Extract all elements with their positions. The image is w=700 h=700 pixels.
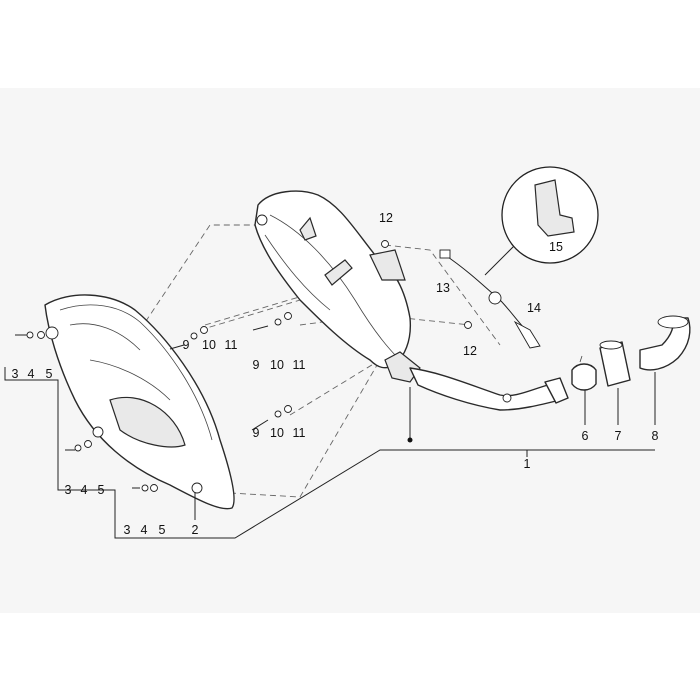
detail-bubble-15 [484,166,599,276]
callout-11-a: 11 [225,338,238,352]
manifold-part-8 [639,315,691,371]
callout-9-c: 9 [253,426,260,440]
callout-4-mid: 4 [81,483,88,497]
callout-14: 14 [527,301,541,315]
callout-10-c: 10 [270,426,284,440]
callout-2: 2 [192,523,199,537]
callout-9-b: 9 [253,358,260,372]
callout-10-a: 10 [202,338,216,352]
callout-6: 6 [582,429,589,443]
callout-15: 15 [549,240,563,254]
callout-4-bottom: 4 [141,523,148,537]
callout-leader-lines [4,367,656,539]
sleeve-part-7 [599,340,631,387]
callout-10-b: 10 [270,358,284,372]
callout-11-c: 11 [293,426,306,440]
exhaust-pipe [409,367,569,411]
clamp-part-6 [571,355,597,391]
callout-9-a: 9 [183,338,190,352]
callout-7: 7 [615,429,622,443]
callout-5-bottom: 5 [159,523,166,537]
callout-12-lower: 12 [463,344,477,358]
callout-11-b: 11 [293,358,306,372]
callout-labels: 1 2 3 4 5 3 4 5 3 4 5 6 7 8 9 10 11 9 10… [12,211,659,537]
callout-4-top: 4 [28,367,35,381]
lambda-sensor-cable [439,249,541,349]
callout-3-mid: 3 [65,483,72,497]
callout-3-top: 3 [12,367,19,381]
callout-12-top: 12 [379,211,393,225]
hardware-screws-washers [15,240,472,492]
callout-5-mid: 5 [98,483,105,497]
heat-shield [44,294,235,510]
callout-8: 8 [652,429,659,443]
muffler-body [254,190,421,383]
callout-1: 1 [524,457,531,471]
callout-5-top: 5 [46,367,53,381]
callout-13: 13 [436,281,450,295]
callout-3-bottom: 3 [124,523,131,537]
